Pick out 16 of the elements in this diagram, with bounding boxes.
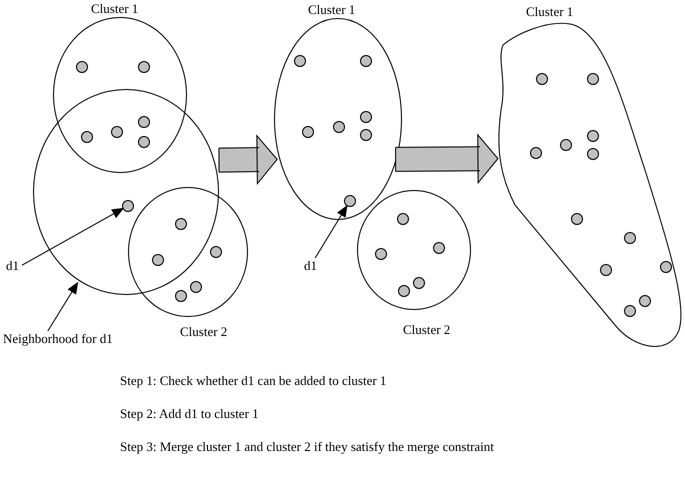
cluster-title: Cluster 1 (526, 4, 574, 20)
arrow (314, 204, 348, 258)
text-label: Neighborhood for d1 (3, 331, 113, 347)
text-label: d1 (6, 258, 19, 274)
block-arrow (396, 134, 498, 184)
block-arrow (218, 135, 278, 184)
step-note: Step 2: Add d1 to cluster 1 (120, 406, 259, 422)
cluster-title: Cluster 1 (308, 2, 356, 18)
cluster-title: Cluster 1 (91, 1, 138, 17)
arrow (22, 208, 124, 266)
cluster-title: Cluster 2 (403, 322, 450, 338)
arrow (47, 282, 78, 332)
text-label: d1 (304, 258, 317, 274)
step-note: Step 3: Merge cluster 1 and cluster 2 if they satisfy the merge constraint (120, 439, 494, 455)
cluster-title: Cluster 2 (180, 324, 228, 340)
step-note: Step 1: Check whether d1 can be added to cluster 1 (120, 373, 386, 389)
